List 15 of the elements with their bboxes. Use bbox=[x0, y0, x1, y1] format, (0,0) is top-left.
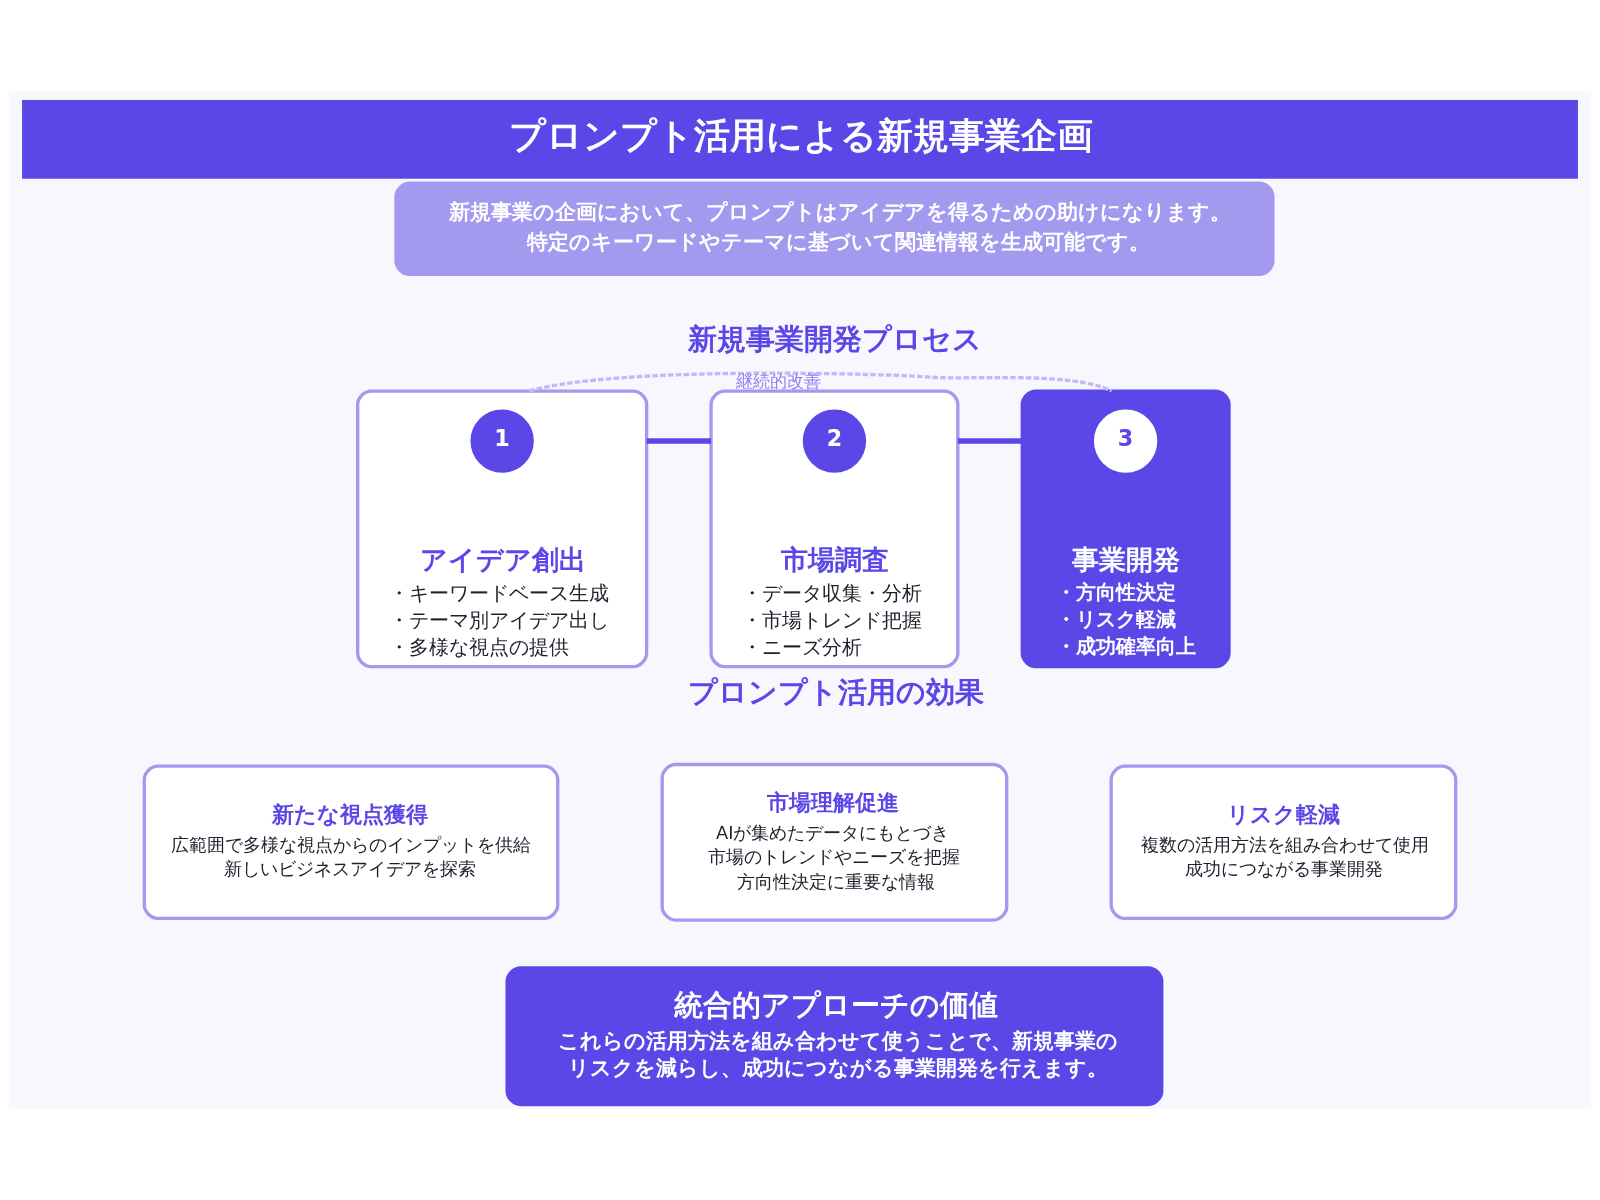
node-circle: 3 bbox=[1093, 409, 1158, 473]
node-box: 市場理解促進 AIが集めたデータにもとづき 市場のトレンドやニーズを把握 方向性決定に重要な情報 bbox=[660, 762, 1009, 922]
node-box: 統合的アプローチの価値 これらの活用方法を組み合わせて使うことで、新規事業のリスクを減らし、成功につながる事業開発を行えます。 bbox=[505, 966, 1164, 1107]
diagram-title: プロンプト活用による新規事業企画 bbox=[509, 114, 1094, 156]
edge-label: 継続的改善 bbox=[736, 371, 822, 391]
connector bbox=[646, 438, 712, 444]
node-circle: 1 bbox=[470, 409, 534, 473]
node-box: 新たな視点獲得 広範囲で多様な視点からのインプットを供給 新しいビジネスアイデアを探索 bbox=[142, 764, 560, 921]
label: 新規事業開発プロセス bbox=[688, 321, 983, 356]
node-box: リスク軽減 複数の活用方法を組み合わせて使用 成功につながる事業開発 bbox=[1109, 764, 1458, 921]
connector bbox=[957, 438, 1023, 444]
connector bbox=[528, 371, 1113, 393]
node-box: 新規事業の企画において、プロンプトはアイデアを得るための助けになります。 特定のキーワードやテーマに基づいて関連情報を生成可能です。 bbox=[394, 181, 1275, 277]
node-circle: 2 bbox=[802, 409, 867, 473]
label: プロンプト活用の効果 bbox=[688, 675, 985, 710]
